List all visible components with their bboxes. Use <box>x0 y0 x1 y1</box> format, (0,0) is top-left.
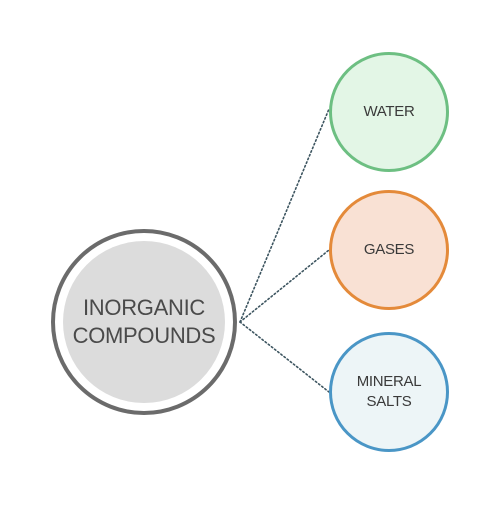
leaf-label-gases: GASES <box>363 241 415 258</box>
connector-gases <box>239 249 330 323</box>
connector-water <box>239 108 330 323</box>
connector-mineral-salts <box>239 321 330 393</box>
leaf-node-gases: GASES <box>329 190 449 310</box>
leaf-node-mineral-salts: MINERAL SALTS <box>329 332 449 452</box>
leaf-label-water: WATER <box>363 103 415 120</box>
hub-node: INORGANIC COMPOUNDS <box>51 229 237 415</box>
leaf-label-mineral-salts: MINERAL SALTS <box>356 373 422 410</box>
hub-label: INORGANIC COMPOUNDS <box>72 295 216 348</box>
leaf-node-water: WATER <box>329 52 449 172</box>
hub-node-fill: INORGANIC COMPOUNDS <box>63 241 225 403</box>
